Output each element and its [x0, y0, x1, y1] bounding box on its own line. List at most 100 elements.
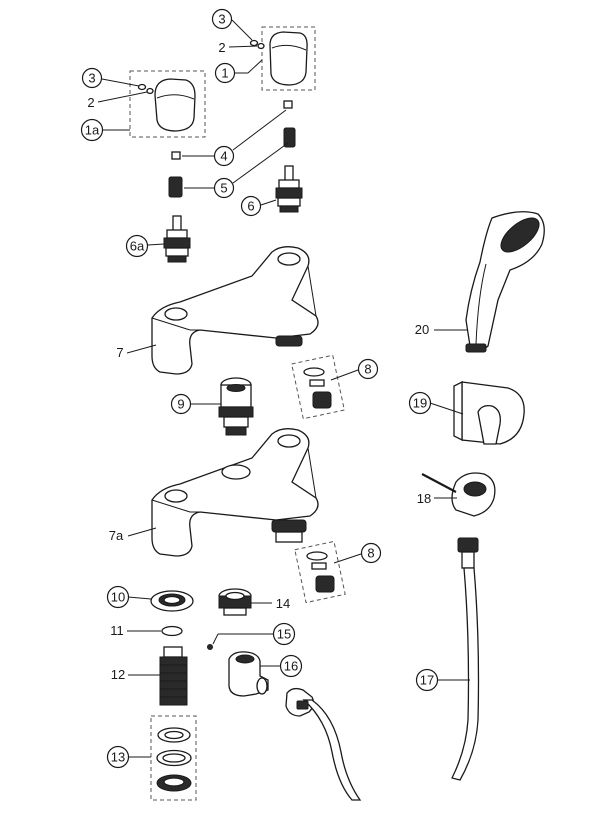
callout-4: 4 — [182, 109, 287, 167]
grub-screw-right — [283, 100, 293, 109]
cartridge-6 — [275, 165, 303, 213]
callout-16-label: 16 — [284, 659, 298, 674]
mount-18 — [421, 472, 496, 517]
callout-1: 1 — [214, 59, 263, 84]
callout-19-label: 19 — [413, 396, 427, 411]
mount-18-screw — [421, 473, 457, 493]
handle-1-indicator — [257, 42, 265, 50]
callout-9-label: 9 — [177, 397, 184, 412]
callout-16: 16 — [260, 654, 303, 678]
callout-11: 11 — [110, 623, 161, 638]
tap-body-7a — [151, 428, 319, 557]
callout-1a: 1a — [80, 118, 130, 142]
spindle-extension-right — [283, 127, 296, 148]
aerator-bottom-dashed-box — [294, 540, 346, 604]
shower-hose-17 — [451, 537, 480, 781]
callout-7a-label: 7a — [109, 528, 124, 543]
callout-3-left-label: 3 — [88, 71, 95, 86]
spindle-extension-left — [168, 176, 183, 198]
callout-8-top-label: 8 — [364, 362, 371, 377]
threaded-stem-12 — [159, 646, 188, 706]
callout-8-top: 8 — [330, 358, 379, 381]
callout-17: 17 — [415, 668, 470, 692]
callout-1a-label: 1a — [85, 123, 100, 138]
callout-3-left: 3 — [81, 67, 140, 89]
hand-shower-spray-face — [500, 217, 540, 253]
callout-18-label: 18 — [417, 491, 431, 506]
callout-10: 10 — [106, 585, 152, 609]
washer-set-13 — [150, 715, 197, 801]
flange-10 — [150, 590, 194, 612]
callout-8-bottom-label: 8 — [367, 546, 374, 561]
callout-19: 19 — [408, 391, 464, 415]
handle-1a-dashed-box — [129, 70, 206, 138]
aerator-top-group — [291, 354, 345, 420]
shower-hose-tube — [451, 567, 480, 781]
handle-1-dashed-box — [261, 26, 316, 91]
callout-6-label: 6 — [247, 199, 254, 214]
callout-13-label: 13 — [111, 750, 125, 765]
callout-9: 9 — [170, 393, 221, 415]
callout-6a: 6a — [125, 234, 165, 258]
o-ring-11 — [161, 625, 183, 637]
callout-4-label: 4 — [220, 149, 227, 164]
handle-1-screw-cap — [249, 39, 259, 47]
callout-2-top: 2 — [218, 40, 258, 55]
callout-2-left-label: 2 — [87, 95, 94, 110]
spindle-extension-parts — [168, 127, 296, 198]
callout-14-label: 14 — [276, 596, 290, 611]
callout-6a-label: 6a — [130, 239, 145, 254]
callout-3-top: 3 — [211, 8, 253, 41]
grub-screw-left — [171, 151, 181, 160]
callout-5-label: 5 — [220, 181, 227, 196]
grub-screw-parts — [171, 100, 293, 160]
aerator-top-insert — [312, 391, 332, 409]
callout-10-label: 10 — [111, 590, 125, 605]
handle-1-knob — [269, 31, 308, 86]
callout-14: 14 — [251, 596, 290, 611]
handle-1a-knob — [154, 78, 196, 132]
washer-set-13-dashed-box — [150, 715, 197, 801]
callout-1-label: 1 — [221, 66, 228, 81]
handle-1-group — [249, 26, 316, 91]
hand-shower-20 — [465, 211, 545, 353]
callout-2-left: 2 — [87, 91, 148, 110]
callout-7a: 7a — [109, 527, 157, 543]
tap-body-7a-shape — [151, 428, 319, 557]
callout-12: 12 — [111, 667, 160, 682]
callout-6: 6 — [240, 195, 277, 217]
connector-14 — [218, 588, 252, 616]
handle-1a-group — [129, 70, 206, 138]
tap-body-7-shape — [151, 246, 319, 375]
callout-5: 5 — [184, 142, 289, 199]
hose-end-tube — [302, 699, 362, 801]
callout-7: 7 — [116, 344, 157, 360]
wall-bracket-19 — [453, 380, 525, 445]
callout-18: 18 — [417, 491, 457, 506]
cartridge-6a — [163, 215, 191, 263]
callout-2-top-label: 2 — [218, 40, 225, 55]
callout-17-label: 17 — [420, 673, 434, 688]
hose-end — [285, 687, 362, 801]
callout-11-label: 11 — [110, 623, 124, 638]
callout-7-label: 7 — [116, 345, 123, 360]
callout-12-label: 12 — [111, 667, 125, 682]
aerator-bottom-group — [294, 540, 346, 604]
callout-15: 15 — [212, 622, 296, 646]
body-adapter-16 — [228, 651, 269, 697]
handle-1a-screw-cap — [137, 83, 147, 91]
aerator-top-dashed-box — [291, 354, 345, 420]
callout-20: 20 — [415, 322, 467, 337]
callout-8-bottom: 8 — [333, 542, 382, 564]
callout-20-label: 20 — [415, 322, 429, 337]
callout-13: 13 — [106, 745, 151, 769]
seal-15 — [207, 644, 213, 650]
callout-3-top-label: 3 — [218, 12, 225, 27]
callout-15-label: 15 — [277, 627, 291, 642]
tap-body-7 — [151, 246, 319, 375]
aerator-bottom-insert — [315, 575, 335, 593]
handle-1a-indicator — [146, 87, 154, 95]
diverter-9 — [218, 377, 254, 436]
tap-body-7a-outlet — [271, 519, 307, 533]
